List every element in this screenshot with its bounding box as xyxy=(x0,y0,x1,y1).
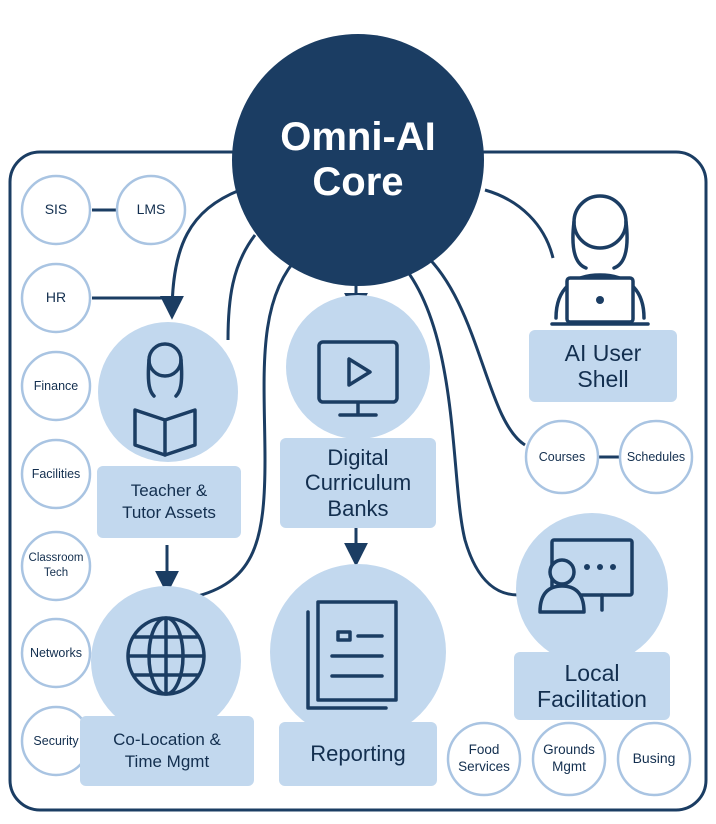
link-circles xyxy=(446,419,694,797)
classroom-tech-circle xyxy=(20,530,92,602)
hr-circle xyxy=(20,262,92,334)
sis-label: SIS xyxy=(44,201,68,218)
core-circle xyxy=(232,34,484,286)
food-services-label: Food Services xyxy=(458,742,510,774)
busing-circle xyxy=(616,721,692,797)
teacher-reading-icon xyxy=(133,342,197,457)
local-facilitation-label: Local Facilitation xyxy=(537,659,647,712)
user-laptop-icon xyxy=(550,194,650,326)
video-monitor-icon xyxy=(317,340,399,417)
facilities-label: Facilities xyxy=(31,466,81,481)
schedules-label: Schedules xyxy=(626,449,686,464)
left-system-circles xyxy=(20,174,187,777)
core-to-facilitation xyxy=(398,261,519,597)
teacher-assets-label: Teacher & Tutor Assets xyxy=(122,480,216,522)
finance-label: Finance xyxy=(33,378,79,393)
grounds-label: Grounds Mgmt xyxy=(543,742,595,774)
teacher-box xyxy=(97,466,241,538)
lms-label: LMS xyxy=(136,201,166,218)
networks-label: Networks xyxy=(29,645,83,660)
reporting-box xyxy=(279,722,437,786)
grounds-circle xyxy=(531,721,607,797)
finance-circle xyxy=(20,350,92,422)
core-to-courses xyxy=(419,248,526,447)
curriculum-label: Digital Curriculum Banks xyxy=(304,445,412,521)
core-title: Omni-AI Core xyxy=(280,115,436,204)
node-shapes xyxy=(80,295,677,786)
networks-circle xyxy=(20,617,92,689)
lms-circle xyxy=(115,174,187,246)
curriculum-box xyxy=(280,438,436,528)
food-services-circle xyxy=(446,721,522,797)
co-location-label: Co-Location & Time Mgmt xyxy=(113,729,221,771)
connectors xyxy=(92,188,622,598)
reporting-label: Reporting xyxy=(310,741,406,767)
globe-icon xyxy=(126,616,206,696)
curriculum-node xyxy=(286,295,430,439)
hr-label: HR xyxy=(45,289,67,306)
core-to-teacher xyxy=(160,188,241,320)
document-report-icon xyxy=(306,600,398,710)
presenter-icon xyxy=(538,538,634,614)
reporting-node xyxy=(270,564,446,740)
core-to-colocation xyxy=(197,253,302,598)
colocation-box xyxy=(80,716,254,786)
facilitation-box xyxy=(514,652,670,720)
schedules-circle xyxy=(618,419,694,495)
core-to-teacher-2 xyxy=(226,234,257,341)
security-label: Security xyxy=(33,733,79,748)
courses-label: Courses xyxy=(538,449,586,464)
teacher-node xyxy=(98,322,238,462)
core-to-shell xyxy=(484,188,555,259)
courses-circle xyxy=(524,419,600,495)
sis-circle xyxy=(20,174,92,246)
facilities-circle xyxy=(20,438,92,510)
classroom-tech-label: Classroom Tech xyxy=(28,552,84,579)
shell-box xyxy=(529,330,677,402)
busing-label: Busing xyxy=(632,750,676,767)
ai-shell-label: AI User Shell xyxy=(564,339,642,392)
facilitation-node xyxy=(516,513,668,665)
